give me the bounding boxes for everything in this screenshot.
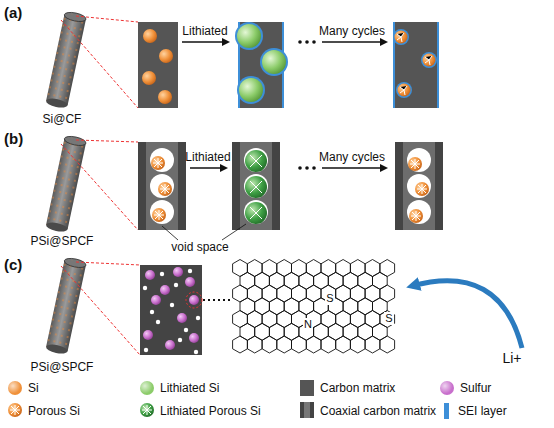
atom-label: S (325, 292, 334, 305)
legend-text: Carbon matrix (320, 381, 395, 395)
legend-text: Porous Si (28, 404, 80, 418)
legend-swatch (140, 381, 154, 395)
legend-item: Si (8, 380, 39, 396)
legend-item: Lithiated Porous Si (140, 403, 261, 419)
legend-item: Carbon matrix (300, 380, 395, 396)
legend-text: Sulfur (460, 381, 491, 395)
atom-label: N (303, 318, 313, 331)
sample-name: PSi@SPCF (31, 234, 94, 248)
sample-name: PSi@SPCF (31, 360, 94, 374)
legend-item: Sulfur (440, 380, 491, 396)
legend-text: Lithiated Porous Si (160, 404, 261, 418)
legend-item: Lithiated Si (140, 380, 219, 396)
legend-text: Coaxial carbon matrix (320, 404, 436, 418)
process-label: Many cycles (319, 150, 385, 164)
legend-item: Porous Si (8, 403, 80, 419)
process-label: Lithiated (182, 24, 227, 38)
panel-letter: (a) (4, 4, 22, 21)
process-label: Lithiated (185, 150, 230, 164)
panel-letter: (c) (4, 256, 22, 273)
sample-name: Si@CF (43, 112, 82, 126)
legend-swatch (444, 403, 449, 419)
legend-text: Lithiated Si (160, 381, 219, 395)
legend-swatch (440, 381, 454, 395)
atom-label: S (384, 312, 393, 325)
legend-text: SEI layer (458, 404, 507, 418)
legend-item: Coaxial carbon matrix (300, 403, 436, 419)
legend-swatch (8, 381, 22, 395)
callout-label: void space (171, 240, 228, 254)
ion-label: Li+ (502, 350, 521, 366)
legend-swatch (300, 380, 314, 396)
process-label: Many cycles (319, 24, 385, 38)
panel-letter: (b) (4, 130, 23, 147)
legend-text: Si (28, 381, 39, 395)
legend-item: SEI layer (440, 403, 507, 419)
